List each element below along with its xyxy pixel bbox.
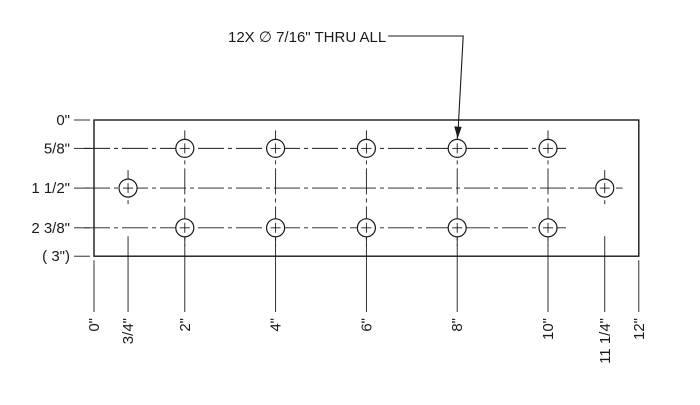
hole	[595, 178, 615, 198]
hole	[175, 138, 195, 158]
callout-arrowhead	[454, 126, 462, 139]
plate-outline	[93, 119, 640, 257]
y-dimension-labels: 0" 5/8" 1 1/2" 2 3/8" ( 3")	[31, 112, 70, 265]
x-dimension-label: 4"	[268, 318, 285, 332]
x-dimension-labels: 0" 3/4" 2" 4" 6" 8" 10" 11 1/4" 12"	[86, 318, 648, 364]
hole	[118, 178, 138, 198]
x-dimension-label: 8"	[449, 318, 466, 332]
holes	[118, 138, 615, 238]
x-dimension-label: 12"	[631, 318, 648, 340]
y-dimension-label: ( 3")	[42, 248, 70, 265]
y-dimension-label: 0"	[56, 112, 70, 129]
x-dimension-label: 3/4"	[120, 318, 137, 344]
hole	[356, 218, 376, 238]
x-dimension-label: 2"	[177, 318, 194, 332]
extension-lines	[74, 119, 640, 312]
x-dimension-label: 6"	[358, 318, 375, 332]
callout-leader-line	[388, 35, 464, 129]
hole	[447, 138, 467, 158]
x-dimension-label: 10"	[540, 318, 557, 340]
hole	[538, 218, 558, 238]
hole	[356, 138, 376, 158]
y-dimension-label: 1 1/2"	[31, 180, 70, 197]
y-dimension-label: 5/8"	[44, 140, 70, 157]
x-dimension-label: 11 1/4"	[597, 318, 614, 364]
y-dimension-label: 2 3/8"	[31, 220, 70, 237]
hole-callout-text: 12X ∅ 7/16" THRU ALL	[228, 29, 386, 46]
hole	[538, 138, 558, 158]
hole	[447, 218, 467, 238]
hole	[175, 218, 195, 238]
hole-callout: 12X ∅ 7/16" THRU ALL	[228, 29, 464, 139]
hole	[266, 138, 286, 158]
x-dimension-label: 0"	[86, 318, 103, 332]
hole	[266, 218, 286, 238]
